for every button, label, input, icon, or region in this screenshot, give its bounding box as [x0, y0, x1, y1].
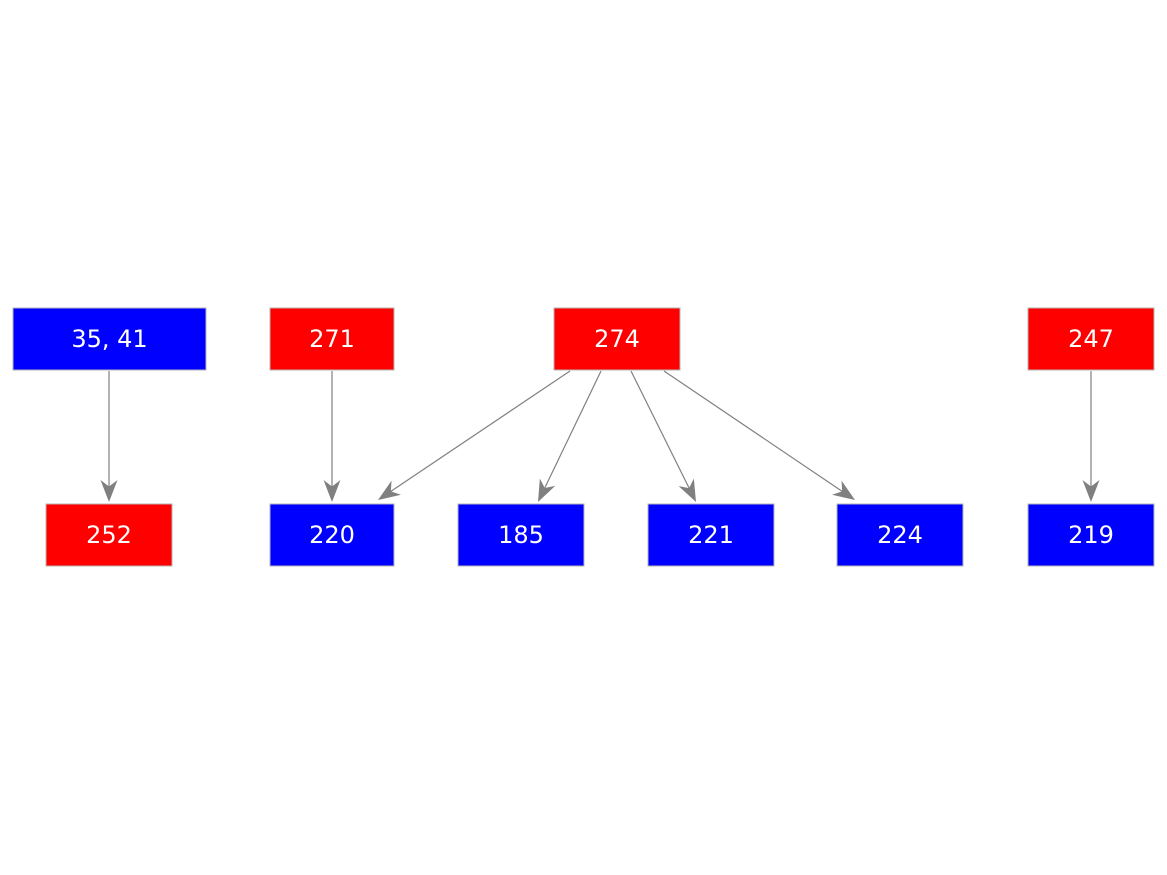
- node-box[interactable]: [1027, 307, 1155, 371]
- graph-node-220[interactable]: 220: [269, 503, 395, 567]
- arrowhead-icon: [678, 478, 696, 502]
- graph-node-224[interactable]: 224: [836, 503, 964, 567]
- edge-274-to-221: [630, 370, 696, 502]
- arrowhead-icon: [378, 480, 401, 500]
- node-box[interactable]: [12, 307, 207, 371]
- node-box[interactable]: [45, 503, 173, 567]
- graph-node-274[interactable]: 274: [553, 307, 681, 371]
- graph-node-252[interactable]: 252: [45, 503, 173, 567]
- node-box[interactable]: [1027, 503, 1155, 567]
- edge-3541-to-252: [100, 371, 118, 502]
- arrowhead-icon: [323, 480, 341, 502]
- edge-274-to-185: [538, 370, 602, 502]
- arrowhead-icon: [538, 478, 556, 502]
- edge-274-to-224: [663, 370, 855, 500]
- graph-node-219[interactable]: 219: [1027, 503, 1155, 567]
- node-box[interactable]: [269, 307, 395, 371]
- edge-247-to-219: [1082, 371, 1100, 502]
- node-box[interactable]: [553, 307, 681, 371]
- nodes-layer: 35, 41 252 271 220 274 185 221 224 247 219: [12, 307, 1155, 567]
- arrowhead-icon: [100, 480, 118, 502]
- arrowhead-icon: [832, 480, 855, 500]
- edge-274-to-220: [378, 370, 571, 500]
- graph-node-271[interactable]: 271: [269, 307, 395, 371]
- graph-node-35-41[interactable]: 35, 41: [12, 307, 207, 371]
- node-box[interactable]: [457, 503, 585, 567]
- graph-node-221[interactable]: 221: [647, 503, 775, 567]
- graph-node-185[interactable]: 185: [457, 503, 585, 567]
- edges-layer: [100, 370, 1100, 502]
- node-box[interactable]: [269, 503, 395, 567]
- graph-node-247[interactable]: 247: [1027, 307, 1155, 371]
- arrowhead-icon: [1082, 480, 1100, 502]
- node-box[interactable]: [647, 503, 775, 567]
- edge-271-to-220: [323, 371, 341, 502]
- node-box[interactable]: [836, 503, 964, 567]
